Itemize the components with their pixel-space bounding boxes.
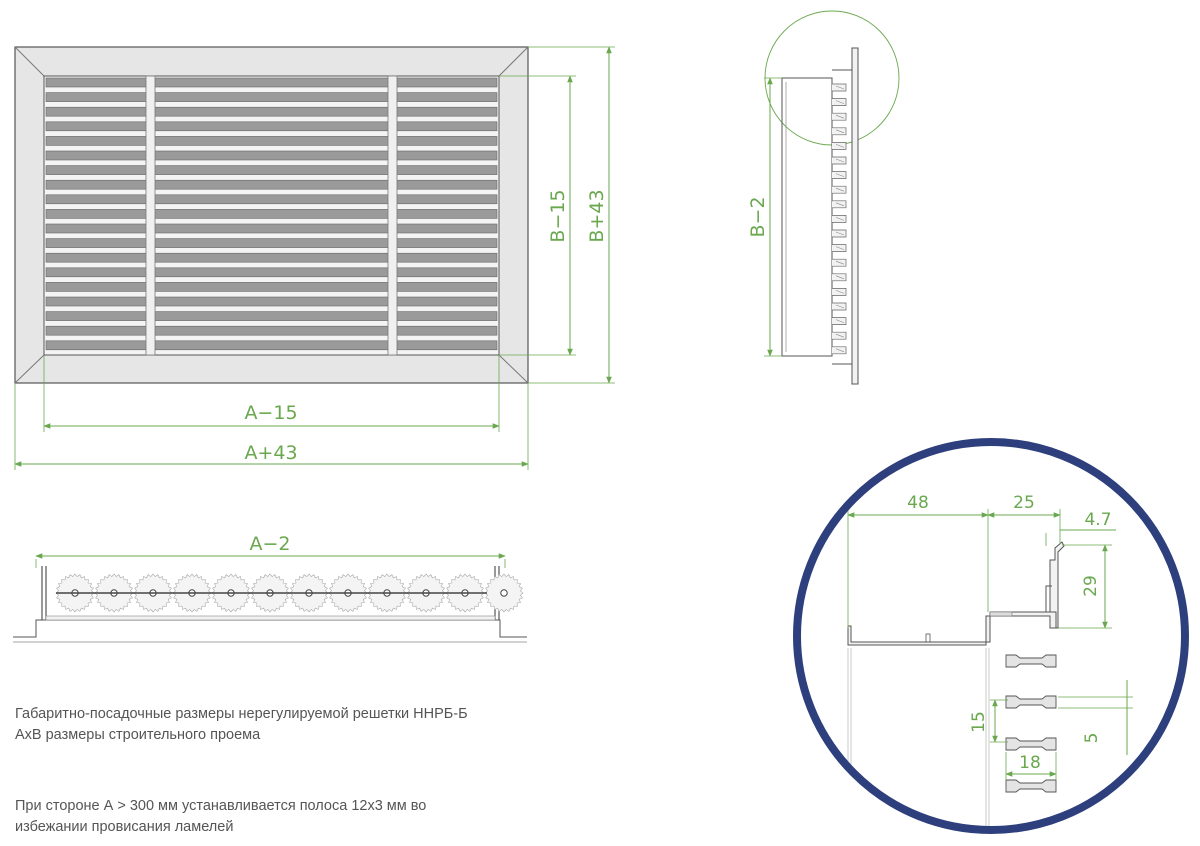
dim-48-label: 48	[907, 493, 929, 513]
detail-slats	[1005, 654, 1057, 793]
side-slat	[832, 331, 847, 340]
side-slat	[832, 244, 847, 252]
side-slat	[832, 273, 847, 282]
slat	[45, 106, 498, 117]
slat	[45, 223, 498, 234]
dim-29-label: 29	[1081, 575, 1101, 597]
grille-slats	[45, 77, 498, 351]
side-slat	[832, 302, 847, 311]
slat	[45, 179, 498, 190]
side-slat	[832, 317, 847, 325]
side-body	[781, 77, 833, 357]
side-slat-hatch	[835, 304, 845, 309]
note-line-4: избежании провисания ламелей	[15, 819, 234, 835]
side-slat-hatch	[835, 173, 845, 177]
support-bar-right	[387, 75, 398, 356]
outer-width-label: A+43	[244, 442, 297, 464]
note-line-2: АхВ размеры строительного проема	[15, 727, 261, 743]
side-slat	[832, 346, 847, 355]
side-slat-hatch	[835, 187, 845, 192]
inner-width-label: A−15	[244, 402, 297, 424]
front-view	[14, 46, 529, 384]
side-slat	[832, 156, 847, 165]
support-bar-left	[145, 75, 156, 356]
slat	[45, 92, 498, 102]
slat	[45, 267, 498, 278]
side-slat-hatch	[835, 290, 845, 294]
slat	[45, 311, 498, 321]
side-slat	[832, 185, 847, 194]
slat	[45, 325, 498, 336]
slat-pivot	[500, 589, 508, 597]
side-slat-hatch	[835, 144, 845, 148]
bottom-width-label: A−2	[249, 533, 290, 555]
dim-18-label: 18	[1019, 753, 1041, 773]
side-slat-hatch	[835, 217, 845, 221]
side-slat	[832, 229, 847, 238]
detail-slat	[1005, 654, 1057, 668]
bottom-view: A−2	[13, 533, 527, 643]
side-slat	[832, 258, 847, 267]
note-line-1: Габаритно-посадочные размеры нерегулируе…	[15, 706, 468, 722]
slat	[45, 296, 498, 307]
slat	[45, 121, 498, 132]
side-slat-hatch	[835, 114, 845, 119]
dim-4-7-label: 4.7	[1084, 510, 1111, 530]
outer-height-label: B+43	[586, 189, 608, 242]
side-slat	[832, 215, 847, 223]
side-slat	[832, 288, 847, 296]
slat	[45, 238, 498, 248]
detail-slat	[1005, 695, 1057, 709]
side-view: B−2	[747, 10, 900, 385]
dimensions-note: Габаритно-посадочные размеры нерегулируе…	[15, 704, 468, 746]
stiffener-note: При стороне А > 300 мм устанавливается п…	[15, 796, 426, 838]
side-slat-hatch	[835, 129, 845, 134]
side-slat-hatch	[835, 231, 845, 236]
side-height-label: B−2	[747, 196, 769, 237]
note-line-3: При стороне А > 300 мм устанавливается п…	[15, 798, 427, 814]
dim-5-label: 5	[1082, 733, 1102, 744]
side-slats	[832, 83, 847, 355]
flange-profile	[1049, 541, 1065, 629]
slat	[45, 209, 498, 219]
slat	[45, 150, 498, 161]
inner-height-label: B−15	[547, 189, 569, 242]
side-slat	[832, 98, 847, 106]
side-slat	[832, 171, 847, 179]
detail-circle-border	[793, 438, 1189, 834]
side-flange	[851, 47, 859, 385]
dim-15-label: 15	[969, 711, 989, 733]
side-slat-hatch	[835, 348, 845, 353]
side-slat	[832, 83, 847, 92]
side-slat-hatch	[835, 333, 845, 338]
slat	[45, 340, 498, 351]
slat	[45, 77, 498, 88]
side-slat-hatch	[835, 275, 845, 280]
slat	[45, 252, 498, 263]
side-slat-hatch	[835, 158, 845, 163]
side-slat	[832, 127, 847, 136]
side-slat-hatch	[835, 260, 845, 265]
slat	[45, 136, 498, 146]
side-slat-hatch	[835, 85, 845, 90]
slat	[45, 165, 498, 175]
side-slat-hatch	[835, 100, 845, 104]
detail-view: 48 25 4.7 29 15 5 18	[793, 438, 1189, 834]
side-slat	[832, 142, 847, 150]
side-slat-hatch	[835, 246, 845, 250]
side-slat	[832, 200, 847, 209]
detail-slat	[1005, 779, 1057, 793]
dim-25-label: 25	[1013, 493, 1035, 513]
side-slat	[832, 112, 847, 121]
front-view-dimensions: A−15 A+43 B−15 B+43	[14, 46, 615, 470]
slat	[45, 282, 498, 292]
side-slat-hatch	[835, 202, 845, 207]
detail-slat	[1005, 737, 1057, 751]
side-slat-hatch	[835, 319, 845, 323]
slat	[45, 194, 498, 205]
